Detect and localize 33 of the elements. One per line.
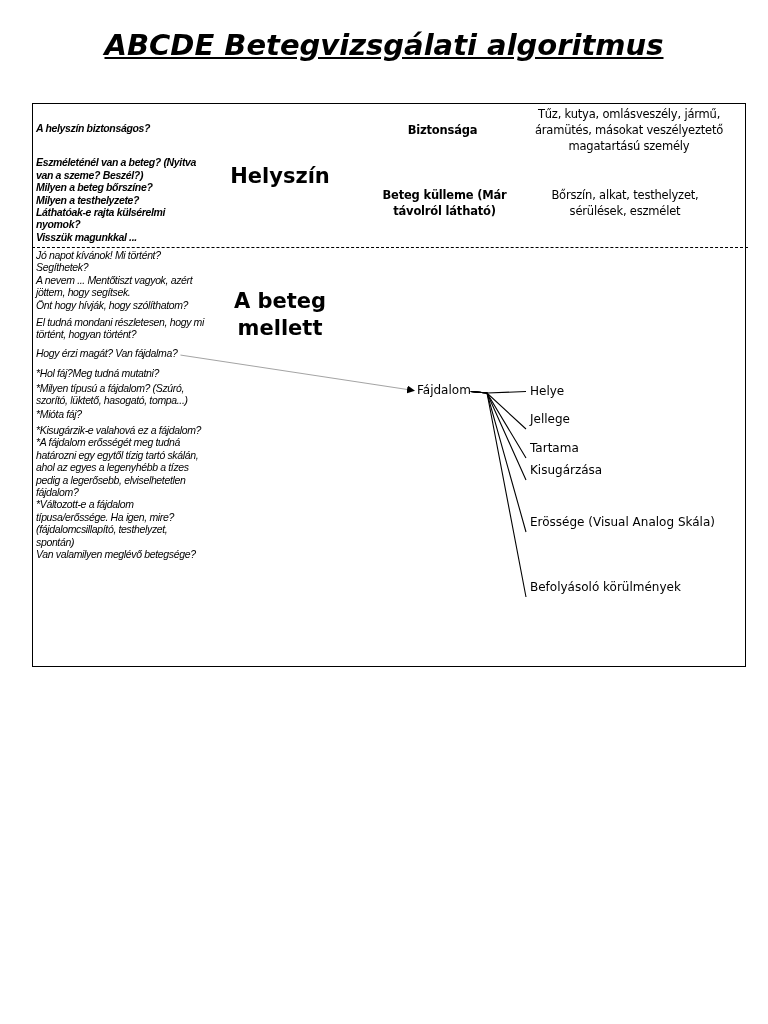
question-text: Önt hogy hívják, hogy szólíthatom? bbox=[36, 298, 189, 312]
question-text: *Változott-e a fájdalom típusa/erőssége. Ha igen, mire? (fájdalomcsillapító, testhelyzet, spontán) bbox=[36, 498, 176, 548]
question-text: *Hol fáj?Meg tudná mutatni? bbox=[36, 367, 160, 380]
branch-label: Tartama bbox=[530, 441, 579, 456]
question-text: Visszük magunkkal ... bbox=[36, 230, 137, 244]
page-title: ABCDE Betegvizsgálati algoritmus bbox=[102, 28, 665, 62]
branch-label: Kisugárzása bbox=[530, 463, 603, 478]
section-heading: A beteg mellett bbox=[232, 288, 328, 342]
category-label: Biztonsága bbox=[406, 122, 479, 138]
question-text: Jó napot kívánok! Mi történt? Segíthetek? bbox=[36, 249, 162, 274]
question-text: *A fájdalom erősségét meg tudná határozni egy egytől tízig tartó skálán, ahol az egyes a legenyhébb a tízes pedig a legerősebb, elviselhetetlen fájdalom? bbox=[36, 436, 200, 499]
question-text: Milyen a testhelyzete? bbox=[36, 193, 140, 207]
section-heading: Helyszín bbox=[229, 163, 331, 190]
connector-line bbox=[470, 390, 527, 598]
branch-label: Jellege bbox=[530, 412, 570, 427]
question-text: A nevem ... Mentőtiszt vagyok, azért jöttem, hogy segítsek. bbox=[36, 273, 194, 299]
question-text: *Milyen típusú a fájdalom? (Szúró, szorító, lüktető, hasogató, tompa...) bbox=[36, 381, 189, 407]
question-text: El tudná mondani részletesen, hogy mi történt, hogyan történt? bbox=[36, 316, 206, 341]
question-text: Eszméleténél van a beteg? (Nyitva van a szeme? Beszél?) bbox=[36, 156, 197, 182]
question-text: Milyen a beteg bőrszíne? bbox=[36, 181, 153, 194]
question-text: *Kisugárzik-e valahová ez a fájdalom? bbox=[36, 423, 202, 437]
description-text: Bőrszín, alkat, testhelyzet, sérülések, eszmélet bbox=[550, 187, 700, 219]
branch-label: Helye bbox=[530, 384, 565, 399]
topic-label: Fájdalom bbox=[417, 383, 471, 398]
question-text: A helyszín biztonságos? bbox=[36, 122, 151, 135]
branch-label: Erössége (Visual Analog Skála) bbox=[530, 515, 715, 530]
question-text: Láthatóak-e rajta külsérelmi nyomok? bbox=[36, 206, 167, 231]
question-text: Hogy érzi magát? Van fájdalma? bbox=[36, 346, 178, 360]
category-label: Beteg külleme (Már távolról látható) bbox=[381, 187, 508, 219]
question-text: Van valamilyen meglévő betegsége? bbox=[36, 547, 196, 561]
question-text: *Mióta fáj? bbox=[36, 408, 82, 421]
branch-label: Befolyásoló körülmények bbox=[530, 580, 681, 595]
description-text: Tűz, kutya, omlásveszély, jármű, áramütés, másokat veszélyeztető magatartású személy bbox=[533, 106, 725, 154]
